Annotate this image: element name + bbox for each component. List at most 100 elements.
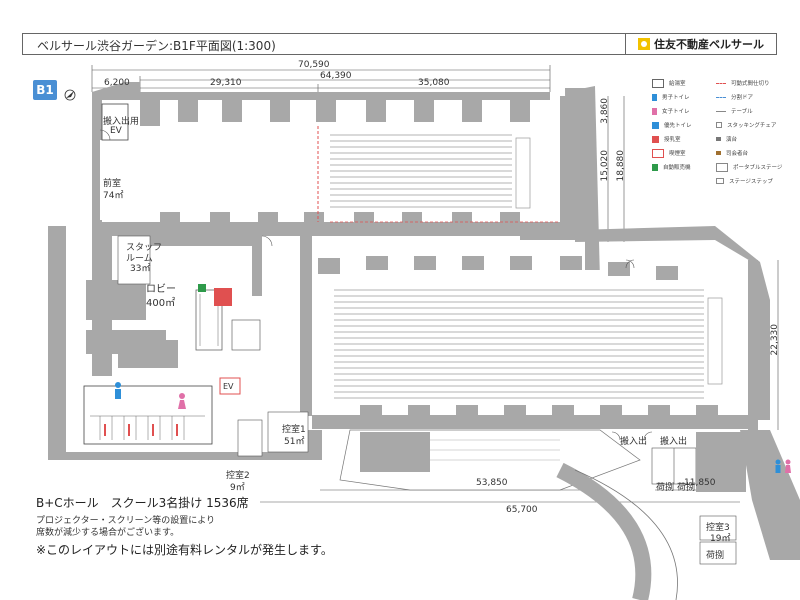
- dim-65700: 65,700: [506, 505, 538, 515]
- room-freight-ev: 搬入出用: [103, 117, 140, 127]
- legend-item: テーブル: [716, 104, 782, 118]
- stage-c: [515, 137, 531, 209]
- legend-left: 給湯室 男子トイレ 女子トイレ 優先トイレ 授乳室 喫煙室 自動販売機: [652, 76, 787, 174]
- hall-b-columns: [318, 256, 718, 417]
- legend-item: 授乳室: [652, 132, 787, 146]
- dim-3860: 3,860: [600, 98, 610, 124]
- dim-6200: 6,200: [104, 78, 130, 88]
- legend-item: 分割ドア: [716, 90, 782, 104]
- dim-35080: 35,080: [418, 78, 450, 88]
- room-waiting-1: 控室1: [282, 425, 306, 435]
- room-lobby: ロビー: [146, 284, 176, 295]
- partition-swatch: [716, 82, 726, 84]
- hall-c-columns: [140, 100, 530, 224]
- legend: 給湯室 男子トイレ 女子トイレ 優先トイレ 授乳室 喫煙室 自動販売機 可動式間…: [652, 76, 787, 185]
- seating-capacity: B+Cホール スクール3名掛け 1536席: [36, 496, 249, 510]
- stairs: [231, 319, 261, 351]
- room-waiting-3-area: 19㎡: [710, 534, 731, 544]
- legend-item: 女子トイレ: [652, 104, 787, 118]
- room-lobby-area: 400㎡: [146, 298, 176, 309]
- east-wall: [740, 430, 800, 560]
- nursing-room-icon: [214, 288, 232, 306]
- page-title: ベルサール渋谷ガーデン:B1F平面図(1:300): [37, 39, 276, 53]
- room-cargo-3: 荷捌: [706, 551, 725, 561]
- stage-b: [707, 297, 723, 385]
- title-bar: ベルサール渋谷ガーデン:B1F平面図(1:300) 住友不動産ベルサール: [22, 33, 777, 55]
- dim-18880: 18,880: [616, 150, 626, 182]
- note-line-2: 席数が減少する場合がございます。: [36, 528, 180, 538]
- female-toilet-icon-2: [785, 459, 791, 473]
- female-icon: [652, 107, 657, 115]
- legend-item: 可動式間仕切り: [716, 76, 782, 90]
- hall-c-seating: [330, 134, 512, 208]
- accessible-icon: [652, 121, 659, 129]
- waiting-room-3: [699, 515, 737, 541]
- note-line-1: プロジェクター・スクリーン等の設置により: [36, 516, 216, 526]
- dim-29310: 29,310: [210, 78, 242, 88]
- dim-53850: 53,850: [476, 478, 508, 488]
- split-door-swatch: [716, 96, 726, 98]
- rental-warning: ※このレイアウトには別途有料レンタルが発生します。: [36, 543, 333, 557]
- elevator-2: [219, 377, 241, 395]
- nursing-icon: [652, 135, 659, 143]
- legend-item: 司会者台: [716, 146, 782, 160]
- legend-item: 給湯室: [652, 76, 787, 90]
- kitchenette-icon: [652, 78, 664, 88]
- vending-icon: [652, 163, 658, 171]
- service-walls: [696, 432, 746, 492]
- legend-item: 自動販売機: [652, 160, 787, 174]
- brand-logo: 住友不動産ベルサール: [625, 34, 776, 54]
- chair-swatch: [716, 122, 722, 128]
- legend-item: 喫煙室: [652, 146, 787, 160]
- room-loading-1: 搬入出: [620, 437, 648, 447]
- room-ev: EV: [110, 126, 122, 136]
- legend-right: 可動式間仕切り 分割ドア テーブル スタッキングチェア 演台 司会者台 ポータブ…: [716, 76, 782, 188]
- legend-item: ステージステップ: [716, 174, 782, 188]
- smoking-icon: [652, 148, 664, 158]
- hall-b-area: [312, 270, 748, 415]
- lobby-walls: [86, 236, 262, 376]
- male-toilet-icon-2: [775, 459, 781, 473]
- podium-swatch: [716, 137, 721, 141]
- freight-elevator: [101, 103, 129, 141]
- staff-room: [117, 235, 151, 285]
- brand-name: 住友不動産ベルサール: [654, 38, 764, 51]
- male-icon: [652, 93, 657, 101]
- dim-15020: 15,020: [600, 150, 610, 182]
- dim-22330: 22,330: [770, 324, 780, 356]
- room-loading-2: 搬入出: [660, 437, 688, 447]
- dim-11850: 11,850: [684, 478, 716, 488]
- driveway-curve: [556, 462, 652, 600]
- room-waiting-3: 控室3: [706, 523, 730, 533]
- compass-icon: [64, 89, 76, 101]
- waiting-room-1: [267, 411, 309, 453]
- hall-b-seating: [334, 289, 704, 399]
- stage-step-swatch: [716, 178, 724, 184]
- female-toilet-icon: [178, 393, 186, 409]
- legend-item: 男子トイレ: [652, 90, 787, 104]
- room-waiting-2-area: 9㎡: [230, 483, 245, 493]
- waiting-room-2: [237, 419, 263, 457]
- table-swatch: [716, 110, 726, 112]
- room-staff-2: ルーム: [126, 254, 153, 264]
- anteroom-area: [100, 140, 142, 220]
- room-cargo-1: 荷捌: [656, 483, 675, 493]
- legend-item: スタッキングチェア: [716, 118, 782, 132]
- floor-badge: B1: [33, 80, 57, 100]
- brand-mark-icon: [638, 38, 650, 50]
- dim-70590: 70,590: [298, 60, 330, 70]
- vending-machine-icon: [198, 284, 206, 292]
- legend-item: 演台: [716, 132, 782, 146]
- dim-64390: 64,390: [320, 71, 352, 81]
- room-ev-2: EV: [223, 382, 234, 391]
- room-waiting-2: 控室2: [226, 471, 250, 481]
- room-staff: スタッフ: [126, 243, 163, 253]
- stage-swatch: [716, 162, 728, 172]
- room-waiting-1-area: 51㎡: [284, 437, 305, 447]
- legend-item: ポータブルステージ: [716, 160, 782, 174]
- mc-stand-swatch: [716, 151, 721, 155]
- room-anteroom: 前室: [103, 179, 122, 189]
- cargo-area-3: [699, 541, 737, 565]
- male-toilet-icon: [115, 382, 121, 399]
